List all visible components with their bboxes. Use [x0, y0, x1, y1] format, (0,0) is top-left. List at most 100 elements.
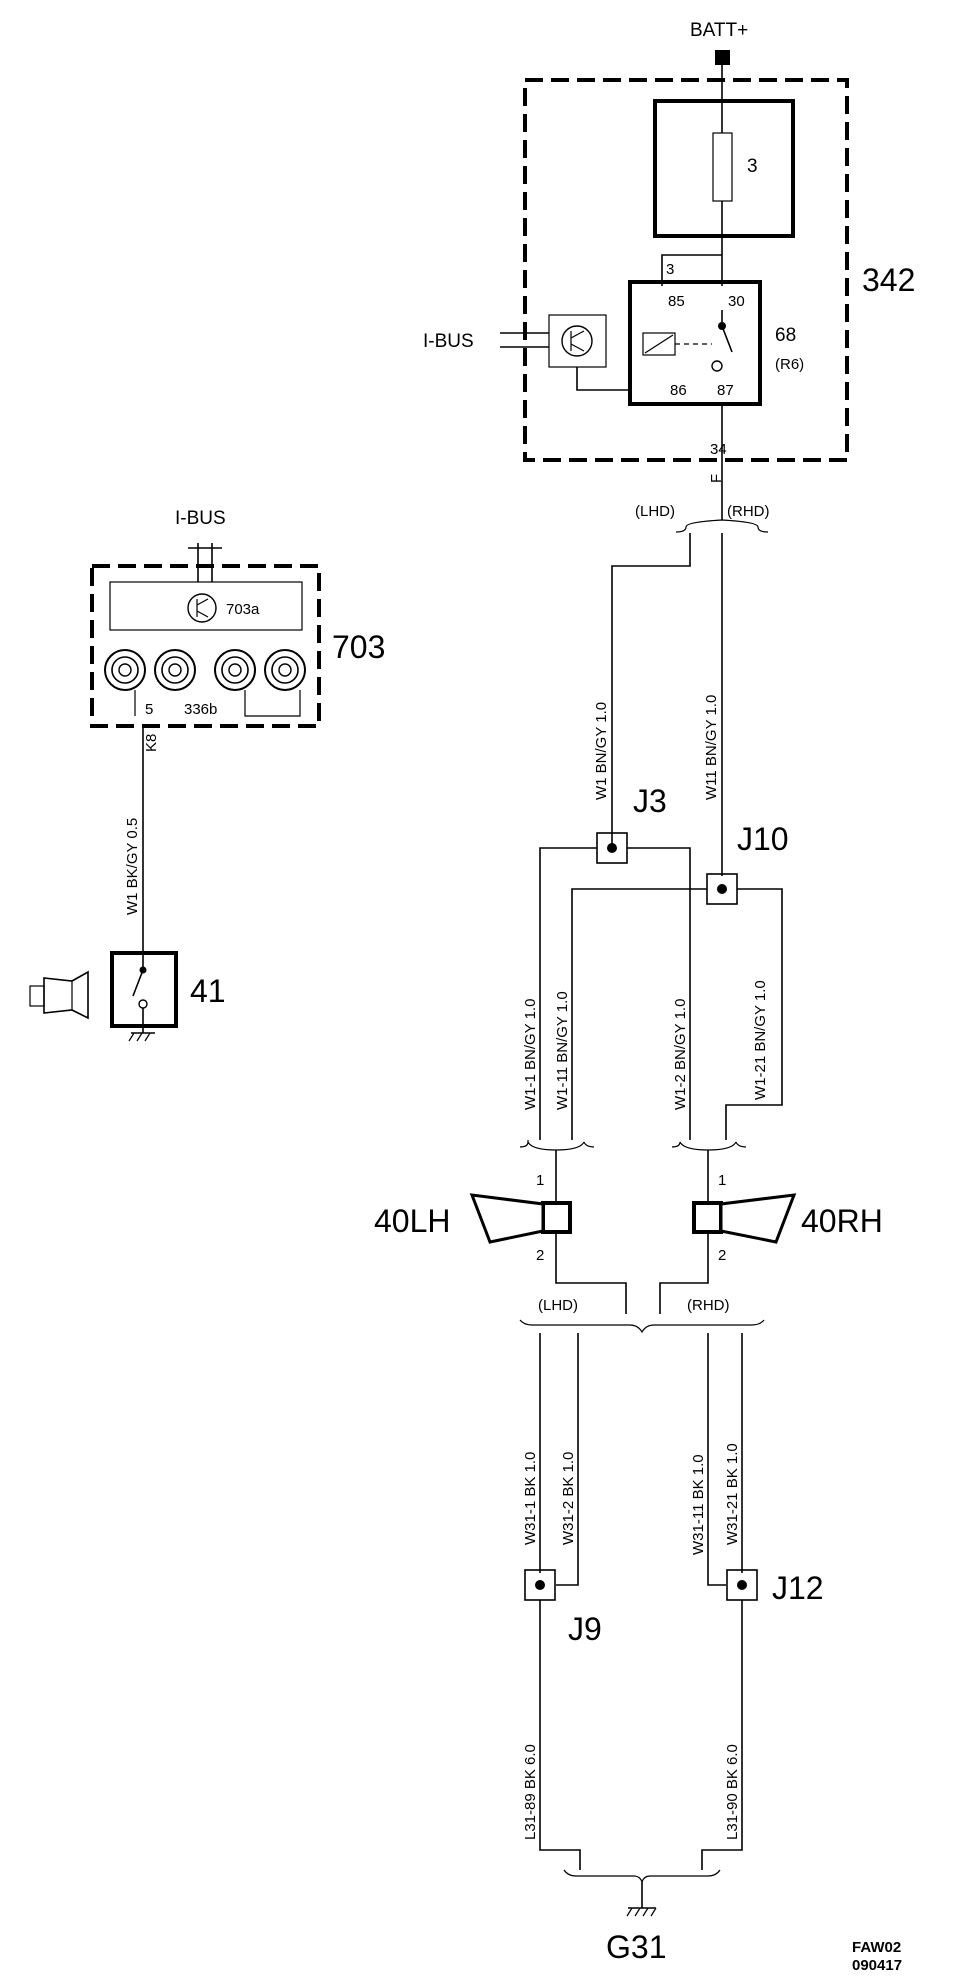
- variant-lhd-label: (LHD): [635, 503, 675, 520]
- horn-left-body: [541, 1201, 572, 1234]
- w1-21-wire: [725, 888, 783, 1140]
- relay-id-label: 68: [775, 325, 796, 346]
- wire-horn-switch-label: W1 BK/GY 0.5: [124, 818, 141, 915]
- junction-j3-dot-icon: [607, 843, 617, 853]
- fuse-icon: [712, 132, 733, 202]
- l31-90-wire: [701, 1600, 743, 1870]
- w1-2-wire: [627, 847, 691, 1140]
- wire-w31-21-label: W31-21 BK 1.0: [724, 1443, 741, 1545]
- ground-label: G31: [606, 1929, 666, 1965]
- drawing-code-label: FAW02: [852, 1939, 901, 1956]
- l31-89-wire: [539, 1600, 581, 1870]
- steering-module-703: [90, 564, 321, 728]
- wire-l31-90-label: L31-90 BK 6.0: [724, 1744, 741, 1840]
- batt-plus-label: BATT+: [690, 20, 748, 41]
- ibus-controller-box: [548, 314, 607, 368]
- ground-variant-brace: [519, 1319, 765, 1334]
- horn-switch-label: 41: [190, 973, 226, 1009]
- wire-w31-1-label: W31-1 BK 1.0: [522, 1452, 539, 1545]
- horn-switch-contact-icon: [132, 969, 144, 997]
- wire-w1-11-label: W1-11 BN/GY 1.0: [554, 991, 571, 1110]
- relay-sub-id-label: (R6): [775, 356, 804, 373]
- transistor-icon: [561, 325, 593, 357]
- junction-j9-label: J9: [568, 1611, 602, 1647]
- relay-68: [628, 280, 762, 406]
- junction-j10-dot-icon: [717, 884, 727, 894]
- junction-j3-label: J3: [633, 783, 667, 819]
- module-pin-label: 5: [145, 701, 153, 718]
- drawing-date-label: 090417: [852, 1957, 902, 1974]
- w1-1-wire: [539, 847, 597, 1140]
- horn-left-icon: [469, 1193, 545, 1244]
- module-conn-label: K8: [143, 734, 160, 752]
- variant-brace: [675, 519, 769, 533]
- wire-l31-89-label: L31-89 BK 6.0: [522, 1744, 539, 1840]
- ground-hatch-2: [634, 1907, 641, 1917]
- horn-left-ground-wire: [555, 1232, 627, 1314]
- horn-switch-ground-hatch-1: [128, 1032, 135, 1042]
- variant-rhd-label: (RHD): [727, 503, 770, 520]
- horn-switch-41: [110, 951, 178, 1028]
- clock-spring-lead-2: [244, 690, 301, 717]
- ground-hatch-1: [626, 1907, 633, 1917]
- ground-hatch-3: [642, 1907, 649, 1917]
- relay-87-contact-icon: [711, 360, 723, 372]
- w1-11-wire: [571, 888, 707, 1140]
- junction-j12-label: J12: [772, 1570, 824, 1606]
- wire-w1-1-label: W1-1 BN/GY 1.0: [522, 999, 539, 1110]
- fuse-number-label: 3: [747, 156, 758, 177]
- lhd-feed-wire: [611, 533, 691, 848]
- wire-w1-21-label: W1-21 BN/GY 1.0: [752, 980, 769, 1100]
- horn-symbol-body-icon: [29, 985, 45, 1007]
- relay-coil-diagonal: [644, 334, 674, 354]
- junction-j10-label: J10: [737, 821, 789, 857]
- ibus-to-relay-86-wire: [576, 367, 630, 391]
- fuse-relay-box-label: 342: [862, 262, 915, 298]
- horn-right-body: [692, 1201, 723, 1234]
- relay-pin-85-label: 85: [668, 293, 685, 310]
- fuse-housing: [653, 99, 795, 238]
- module-transistor-collector-icon: [196, 598, 209, 606]
- relay-contact-arm-icon: [721, 325, 733, 353]
- clock-spring-label: 336b: [184, 701, 217, 718]
- horn-right-icon: [719, 1193, 797, 1244]
- horn-switch-ground-hatch-2: [136, 1032, 143, 1042]
- horn-right-pin-1-label: 1: [718, 1172, 726, 1189]
- ground-rhd-label: (RHD): [687, 1297, 730, 1314]
- horn-left-pin-1-label: 1: [536, 1172, 544, 1189]
- relay-output-conn-label: F: [708, 474, 725, 483]
- wire-w11-rhd-label: W11 BN/GY 1.0: [703, 695, 720, 800]
- horn-left-brace: [519, 1140, 595, 1151]
- wire-w31-11-label: W31-11 BK 1.0: [690, 1454, 707, 1555]
- horn-switch-ground-hatch-3: [144, 1032, 151, 1042]
- relay-pin-87-label: 87: [717, 382, 734, 399]
- junction-j9-dot-icon: [535, 1580, 545, 1590]
- horn-right-label: 40RH: [801, 1203, 883, 1239]
- ibus-module-label: I-BUS: [175, 508, 226, 529]
- horn-left-label: 40LH: [374, 1203, 451, 1239]
- relay-output-pin-label: 34: [710, 441, 727, 458]
- transistor-emitter-icon: [570, 343, 585, 352]
- horn-right-ground-wire: [659, 1232, 709, 1314]
- module-transistor-emitter-icon: [196, 610, 209, 618]
- ground-hatch-4: [650, 1907, 657, 1917]
- horn-left-pin-2-label: 2: [536, 1247, 544, 1264]
- ground-lhd-label: (LHD): [538, 1297, 578, 1314]
- ibus-relay-label: I-BUS: [423, 331, 474, 352]
- ground-brace: [563, 1869, 721, 1884]
- module-sub-id-label: 703a: [226, 601, 260, 618]
- wire-w1-2-label: W1-2 BN/GY 1.0: [672, 999, 689, 1110]
- horn-symbol-icon: [43, 970, 89, 1020]
- transistor-collector-icon: [570, 330, 585, 339]
- w31-11-wire: [707, 1333, 726, 1586]
- relay-85-feed-wire: [661, 254, 722, 286]
- steering-module-electronics: [109, 581, 303, 631]
- junction-j12-dot-icon: [737, 1580, 747, 1590]
- wire-w31-2-label: W31-2 BK 1.0: [560, 1452, 577, 1545]
- horn-right-brace: [671, 1141, 747, 1151]
- wire-w1-lhd-label: W1 BN/GY 1.0: [593, 702, 610, 800]
- relay-pin-86-label: 86: [670, 382, 687, 399]
- horn-right-pin-2-label: 2: [718, 1247, 726, 1264]
- batt-terminal-icon: [715, 50, 730, 65]
